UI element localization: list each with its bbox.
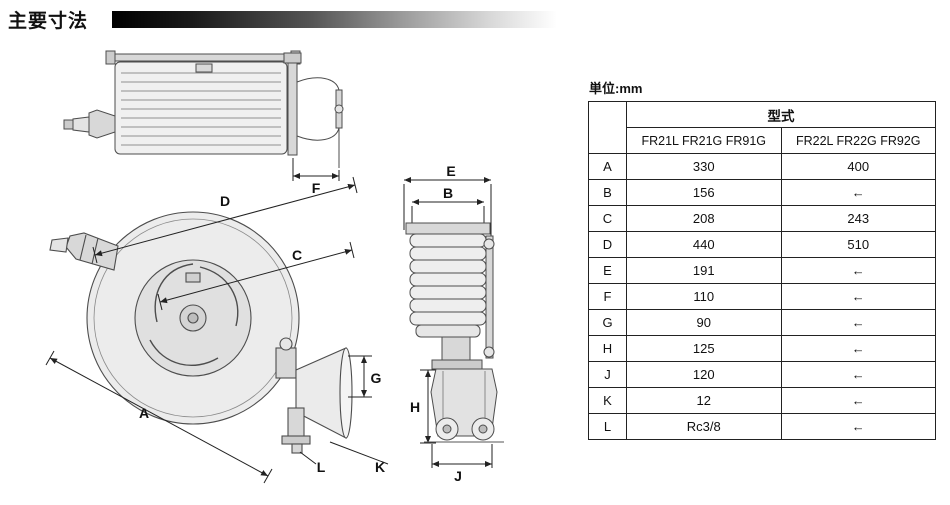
dim-label-H: H <box>410 399 420 415</box>
dimension-F <box>292 158 340 181</box>
value-cell: 330 <box>626 153 782 180</box>
dim-cell: E <box>588 257 627 284</box>
coil-bands <box>409 233 487 338</box>
table-row-F: F 110 ← <box>588 283 936 310</box>
table-row-J: J 120 ← <box>588 361 936 388</box>
page-title: 主要寸法 <box>8 11 89 32</box>
dim-cell: B <box>588 179 627 206</box>
value-cell: ← <box>780 387 936 414</box>
leader-L <box>299 451 317 465</box>
table-row-K: K 12 ← <box>588 387 936 414</box>
reel-top-view <box>63 50 344 168</box>
dim-cell: A <box>588 153 627 180</box>
dimension-E <box>403 177 492 243</box>
model-header: 型式 <box>626 101 936 128</box>
value-cell: 120 <box>626 361 782 388</box>
table-row-L: L Rc3/8 ← <box>588 413 936 440</box>
value-cell: 191 <box>626 257 782 284</box>
table-corner-cell <box>588 101 627 154</box>
dimension-D <box>92 176 358 264</box>
value-cell: ← <box>780 257 936 284</box>
dimension-H <box>420 369 436 444</box>
unit-label: 単位:mm <box>589 81 643 96</box>
dimension-A <box>45 350 273 484</box>
dim-label-L: L <box>317 459 326 475</box>
table-row-B: B 156 ← <box>588 179 936 206</box>
value-cell: ← <box>780 361 936 388</box>
hose-reel-drawing: F <box>45 50 504 484</box>
table-row-G: G 90 ← <box>588 309 936 336</box>
table-subheader-row: FR21L FR21G FR91G FR22L FR22G FR92G <box>589 127 936 154</box>
dim-cell: F <box>588 283 627 310</box>
dim-cell: C <box>588 205 627 232</box>
table-header-row: 型式 <box>588 101 936 154</box>
dim-cell: J <box>588 361 627 388</box>
value-cell: 510 <box>780 231 936 258</box>
spec-table-section: 単位:mm 型式 FR21L FR21G FR91G FR22L FR22G F… <box>588 78 936 440</box>
value-cell: 90 <box>626 309 782 336</box>
table-row-D: D 440 510 <box>588 231 936 258</box>
value-cell: 125 <box>626 335 782 362</box>
dim-label-D: D <box>220 193 230 209</box>
model-column-1: FR21L FR21G FR91G <box>626 127 782 154</box>
value-cell: 400 <box>780 153 936 180</box>
mounting-bracket <box>424 336 504 443</box>
dim-cell: L <box>588 413 627 440</box>
dimension-drawing: F <box>0 40 585 500</box>
value-cell: 12 <box>626 387 782 414</box>
inlet-fitting-top <box>88 109 116 139</box>
dim-label-K: K <box>375 459 385 475</box>
dim-label-F: F <box>312 180 321 196</box>
reel-front-view <box>405 222 504 443</box>
dim-label-A: A <box>139 405 149 421</box>
value-cell: 110 <box>626 283 782 310</box>
dim-label-E: E <box>446 163 455 179</box>
dim-label-G: G <box>371 370 382 386</box>
dim-label-J: J <box>454 468 462 484</box>
value-cell: ← <box>780 283 936 310</box>
dimension-C <box>157 241 355 311</box>
outlet-funnel-assembly <box>275 337 353 454</box>
value-cell: ← <box>780 179 936 206</box>
table-row-E: E 191 ← <box>588 257 936 284</box>
leader-K <box>329 441 389 465</box>
value-cell: ← <box>780 413 936 440</box>
table-row-A: A 330 400 <box>588 153 936 180</box>
value-cell: 243 <box>780 205 936 232</box>
value-cell: 208 <box>626 205 782 232</box>
value-cell: 440 <box>626 231 782 258</box>
dim-cell: D <box>588 231 627 258</box>
title-gradient-bar <box>112 11 557 28</box>
dim-cell: G <box>588 309 627 336</box>
value-cell: 156 <box>626 179 782 206</box>
model-column-2: FR22L FR22G FR92G <box>780 127 936 154</box>
value-cell: ← <box>780 335 936 362</box>
value-cell: ← <box>780 309 936 336</box>
dim-label-B: B <box>443 185 453 201</box>
coil-lines-top <box>121 72 281 146</box>
dim-cell: K <box>588 387 627 414</box>
reel-side-view <box>49 211 353 454</box>
value-cell: Rc3/8 <box>626 413 782 440</box>
dimension-J <box>431 444 493 468</box>
table-row-H: H 125 ← <box>588 335 936 362</box>
dimension-G <box>348 355 372 398</box>
spec-table: 型式 FR21L FR21G FR91G FR22L FR22G FR92G A… <box>588 101 936 440</box>
dim-label-C: C <box>292 247 302 263</box>
table-row-C: C 208 243 <box>588 205 936 232</box>
dim-cell: H <box>588 335 627 362</box>
